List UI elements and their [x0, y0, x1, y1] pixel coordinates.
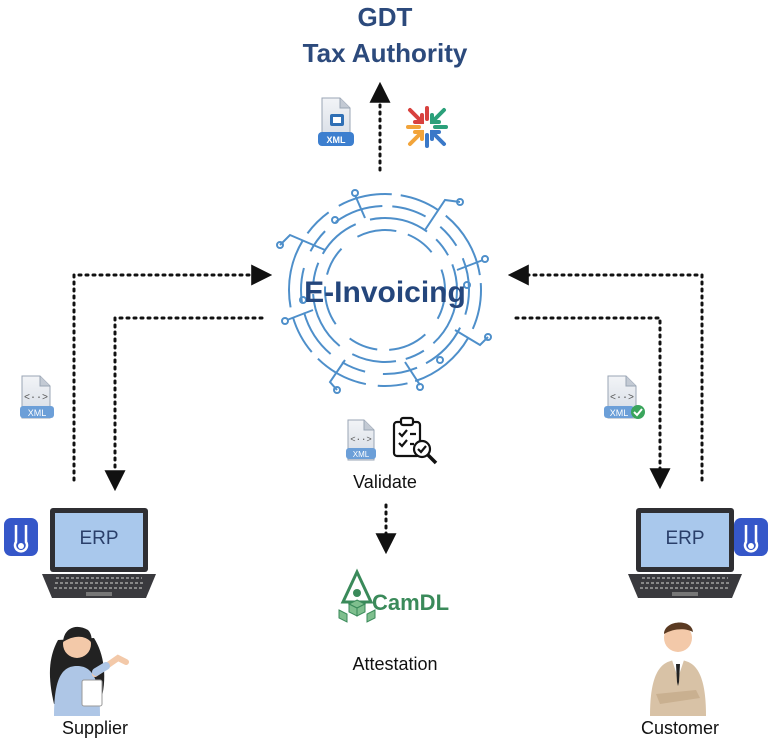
hub-label: E-Invoicing	[304, 276, 466, 309]
authority-title-line1: GDT	[357, 2, 413, 32]
xml-file-icon-authority: XML	[318, 97, 354, 146]
customer-laptop	[628, 508, 742, 598]
arrow-hub-to-supplier	[104, 316, 264, 492]
validate-label: Validate	[353, 472, 417, 492]
camdl-logo-icon	[338, 568, 376, 623]
authority-title-line2: Tax Authority	[302, 38, 468, 68]
xml-file-label: XML	[610, 408, 629, 418]
attestation-label: Attestation	[352, 654, 438, 674]
camdl-brand-text: CamDL	[372, 590, 449, 615]
svg-text:<··>: <··>	[610, 393, 634, 404]
customer-label: Customer	[640, 718, 720, 738]
xml-file-icon-validate: <··> XML	[346, 419, 376, 461]
xml-file-icon-customer: <··> XML	[604, 375, 645, 419]
svg-text:<··>: <··>	[350, 435, 372, 445]
arrow-hub-to-customer	[514, 316, 671, 490]
svg-text:<··>: <··>	[24, 393, 48, 404]
customer-erp-label: ERP	[665, 528, 704, 549]
arrow-supplier-to-hub	[72, 264, 273, 482]
checklist-magnifier-icon	[392, 416, 438, 465]
supplier-label: Supplier	[61, 718, 129, 738]
circuit-ring-graphic	[276, 189, 492, 394]
xml-file-label: XML	[327, 135, 347, 145]
xml-file-icon-supplier: <··> XML	[20, 375, 54, 419]
arrow-customer-to-hub	[507, 264, 704, 482]
supplier-badge-icon	[4, 518, 38, 556]
flow-arrows	[72, 81, 704, 555]
xml-file-label: XML	[28, 408, 47, 418]
supplier-person-illustration	[49, 626, 129, 716]
gdt-logo-icon	[406, 106, 448, 148]
supplier-laptop	[42, 508, 156, 598]
customer-person-illustration	[650, 622, 706, 716]
supplier-erp-label: ERP	[79, 528, 118, 549]
xml-file-label: XML	[353, 450, 370, 459]
customer-badge-icon	[734, 518, 768, 556]
